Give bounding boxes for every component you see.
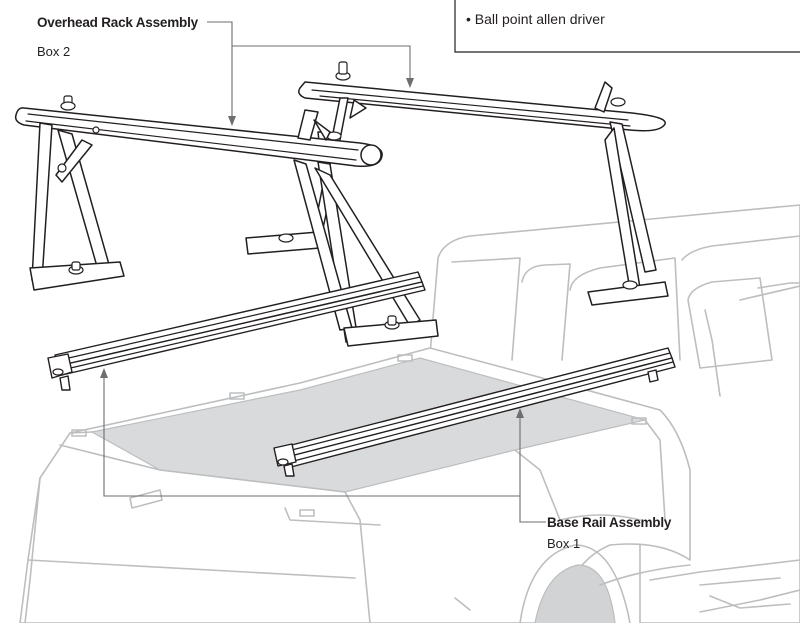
tools-list-box: • Ball point allen driver: [454, 0, 800, 53]
base-rail-front: [273, 347, 676, 477]
base-rail-label: Base Rail Assembly Box 1: [547, 515, 672, 551]
base-rail-callout: [100, 368, 546, 523]
base-rail-title: Base Rail Assembly: [547, 515, 672, 530]
rear-rack-frame: [245, 61, 669, 306]
base-rail-rear: [47, 271, 426, 391]
overhead-rack-title: Overhead Rack Assembly: [37, 15, 199, 30]
overhead-rack-callout: [207, 21, 414, 126]
tool-item-allen-driver: • Ball point allen driver: [466, 11, 605, 27]
base-rail-box: Box 1: [547, 536, 580, 551]
overhead-rack-label: Overhead Rack Assembly Box 2: [37, 15, 199, 59]
overhead-rack-box: Box 2: [37, 44, 70, 59]
base-rail-assembly: [47, 271, 676, 477]
front-rack-frame: [14, 95, 439, 347]
